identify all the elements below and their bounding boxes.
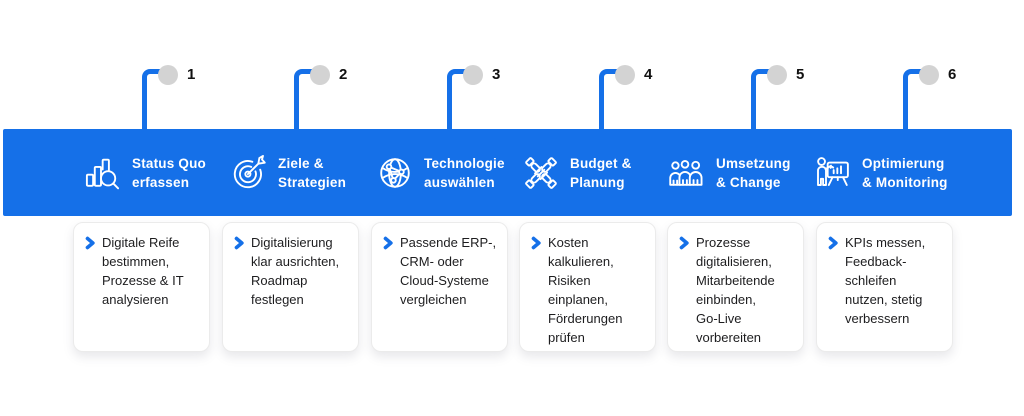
step-title: Ziele & Strategien [278,155,347,190]
step-title: Budget & Planung [570,155,632,190]
step-title: Umsetzung & Change [716,155,791,190]
presentation-chart-icon [817,156,849,186]
step-number-6: 6 [948,66,957,83]
chevron-right-icon [531,236,541,250]
connector-line-5 [751,69,777,134]
step-number-2: 2 [339,66,348,83]
chevron-right-icon [234,236,244,250]
step-card-4: Kosten kalkulieren, Risiken einplanen, F… [519,222,656,352]
globe-network-icon [380,157,410,188]
step-number-4: 4 [644,66,653,83]
step-title: Status Quo erfassen [132,155,207,190]
bar-chart-magnifier-icon [85,158,120,189]
step-description: Passende ERP-, CRM- oder Cloud-Systeme v… [400,235,497,307]
step-description: Digitale Reife bestimmen, Prozesse & IT … [102,235,184,307]
step-number-3: 3 [492,66,501,83]
connector-line-6 [903,69,929,134]
step-number-1: 1 [187,66,196,83]
step-marker-4 [615,65,635,85]
step-marker-6 [919,65,939,85]
step-marker-3 [463,65,483,85]
step-title: Optimierung & Monitoring [862,155,948,190]
chevron-right-icon [85,236,95,250]
steps-band [3,129,1012,216]
step-description: Kosten kalkulieren, Risiken einplanen, F… [548,235,623,345]
connector-line-2 [294,69,320,134]
step-title: Technologie auswählen [424,155,505,190]
chevron-right-icon [679,236,689,250]
band-step-optimierung: Optimierung & Monitoring [813,129,948,216]
band-step-umsetzung: Umsetzung & Change [667,129,791,216]
step-number-5: 5 [796,66,805,83]
step-description: Digitalisierung klar ausrichten, Roadmap… [251,235,340,307]
chevron-right-icon [828,236,838,250]
step-card-2: Digitalisierung klar ausrichten, Roadmap… [222,222,359,352]
band-step-status-quo: Status Quo erfassen [83,129,206,216]
step-marker-5 [767,65,787,85]
step-card-5: Prozesse digitalisieren, Mitarbeitende e… [667,222,804,352]
step-card-6: KPIs messen, Feedback- schleifen nutzen,… [816,222,953,352]
band-step-technologie: Technologie auswählen [375,129,505,216]
step-marker-1 [158,65,178,85]
band-step-ziele: Ziele & Strategien [229,129,346,216]
step-card-3: Passende ERP-, CRM- oder Cloud-Systeme v… [371,222,508,352]
chevron-right-icon [383,236,393,250]
connector-line-3 [447,69,473,134]
connector-line-1 [142,69,168,134]
step-marker-2 [310,65,330,85]
band-step-budget: Budget & Planung [521,129,632,216]
step-description: KPIs messen, Feedback- schleifen nutzen,… [845,235,926,326]
connector-line-4 [599,69,625,134]
target-dart-icon [233,154,266,188]
step-card-1: Digitale Reife bestimmen, Prozesse & IT … [73,222,210,352]
hands-teamwork-icon [525,156,557,189]
people-group-icon [669,159,703,186]
step-description: Prozesse digitalisieren, Mitarbeitende e… [696,235,775,345]
